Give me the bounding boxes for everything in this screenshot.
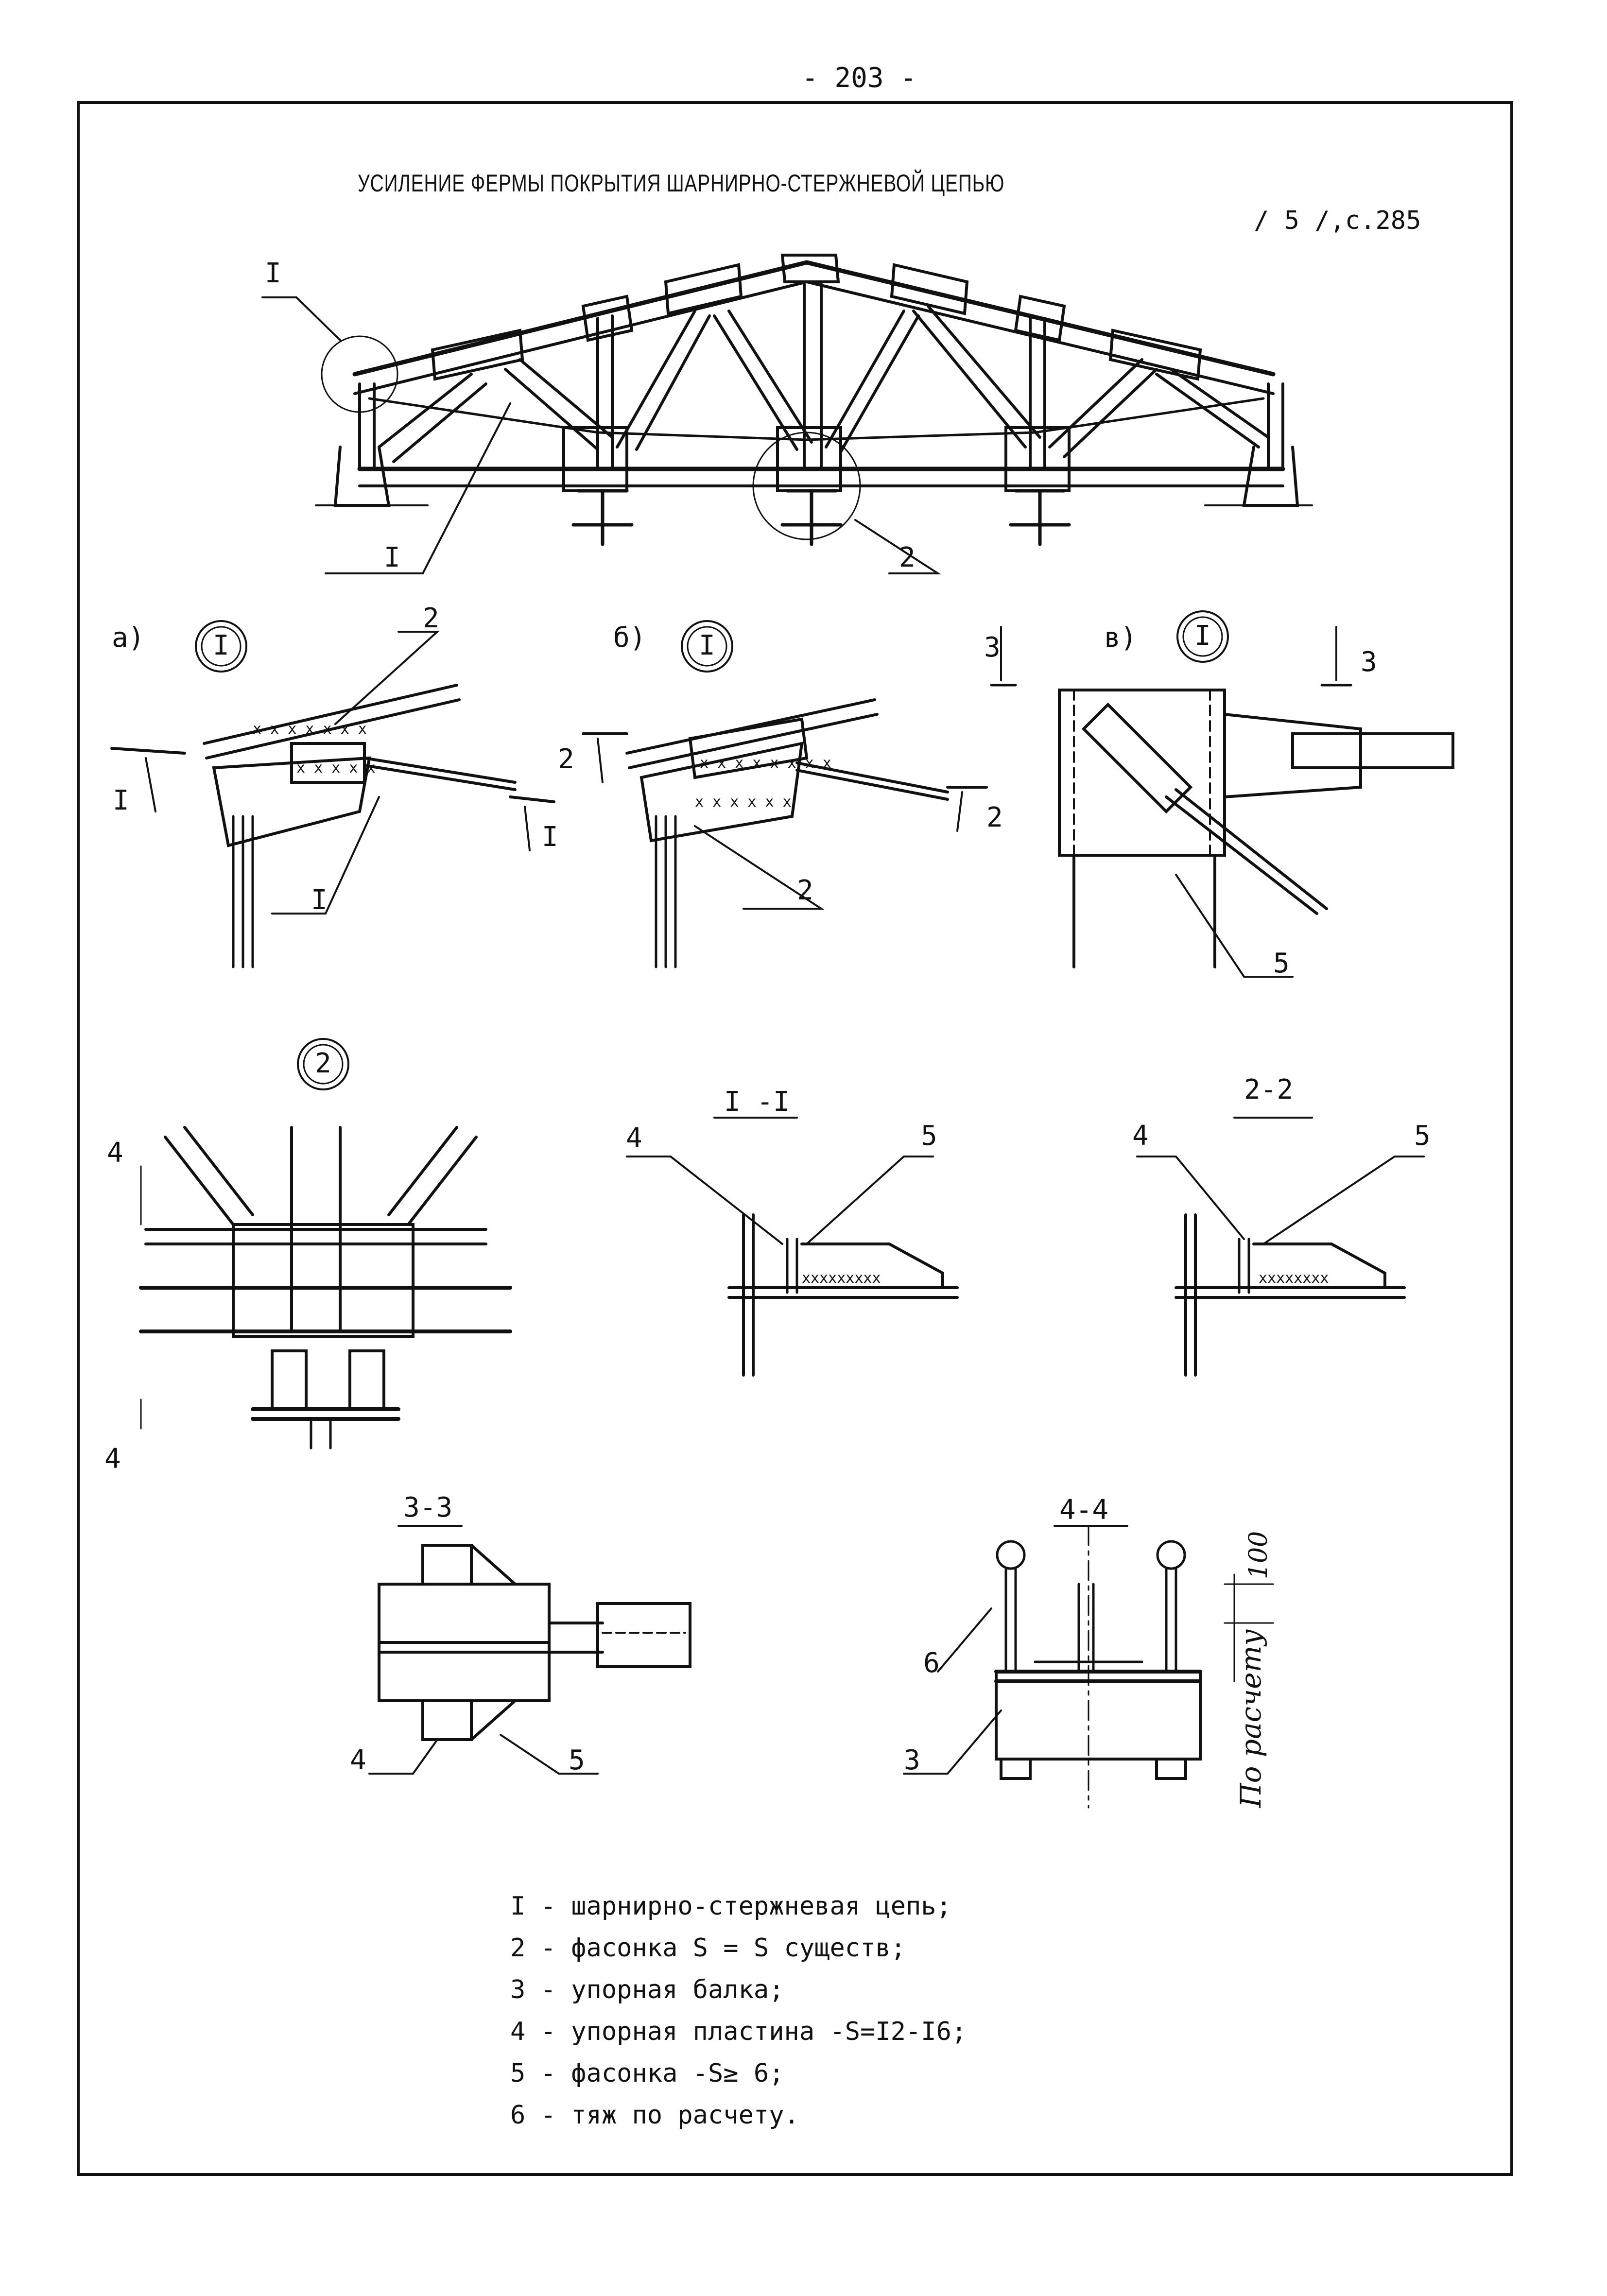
section-4-4 [903,1525,1274,1809]
svg-text:xxxxxxxxx: xxxxxxxxx [802,1270,881,1287]
svg-text:x x x x x x: x x x x x x [695,794,792,811]
drawing-frame [77,101,1513,2176]
section-2-2-leader-5: 5 [1414,1120,1431,1152]
section-4-4-dim-calc: По расчету [1234,1629,1267,1808]
detail-v-circle-label: I [1194,620,1211,652]
node-2-section-top: 4 [107,1137,123,1169]
detail-b-section-right: 2 [986,802,1003,833]
section-4-4-dim-100: 100 [1244,1531,1273,1579]
legend-item: 4 - упорная пластина -S=I2-I6; [510,2017,967,2046]
truss-elevation [261,254,1313,574]
legend-item: 6 - тяж по расчету. [510,2101,799,2130]
detail-b: x x x x x x x x x x x x x x [582,620,988,968]
detail-a-section-right: I [542,821,558,853]
detail-a-section-left: I [113,785,129,816]
detail-v-section-left: 3 [984,632,1001,663]
detail-a-circle-label: I [213,630,229,661]
legend-item: 3 - упорная балка; [510,1975,784,2004]
svg-text:x x x x x x x: x x x x x x x [253,721,367,738]
svg-text:x x x x x x x x: x x x x x x x x [700,755,831,772]
drawing-title: УСИЛЕНИЕ ФЕРМЫ ПОКРЫТИЯ ШАРНИРНО-СТЕРЖНЕ… [358,170,1005,197]
section-3-3-leader-4: 4 [350,1744,366,1776]
detail-a: x x x x x x x x x x x x [110,620,555,968]
section-1-1-leader-4: 4 [626,1122,642,1154]
section-4-4-title: 4-4 [1059,1494,1109,1526]
source-reference: / 5 /,с.285 [1254,206,1421,235]
detail-a-leader-1: I [311,884,328,916]
section-2-2: xxxxxxxx [1136,1117,1425,1377]
detail-a-letter: а) [112,622,145,654]
legend-item: 5 - фасонка -S≥ 6; [510,2059,784,2088]
node-2-section-bottom: 4 [104,1443,121,1475]
section-3-3-leader-5: 5 [569,1744,585,1776]
section-2-2-title: 2-2 [1244,1074,1294,1105]
detail-v-letter: в) [1104,622,1137,654]
detail-b-letter: б) [613,622,646,654]
section-3-3 [368,1525,691,1775]
section-4-4-leader-3: 3 [904,1744,920,1776]
section-3-3-title: 3-3 [403,1492,453,1523]
legend: I - шарнирно-стержневая цепь; 2 - фасонк… [510,1885,967,2136]
svg-text:x x x x x: x x x x x [296,760,376,777]
section-4-4-leader-6: 6 [923,1647,940,1679]
node-2 [139,1038,512,1450]
section-1-1-leader-5: 5 [921,1120,937,1152]
section-1-1: xxxxxxxxx [626,1117,959,1377]
legend-item: I - шарнирно-стержневая цепь; [510,1892,951,1921]
svg-text:xxxxxxxx: xxxxxxxx [1259,1270,1329,1287]
page-number: - 203 - [802,62,917,94]
detail-b-leader-2: 2 [797,875,813,906]
detail-v-section-right: 3 [1361,646,1377,678]
legend-item: 2 - фасонка S = S существ; [510,1933,906,1963]
truss-callout-2: 2 [899,542,916,573]
section-2-2-leader-4: 4 [1132,1120,1149,1152]
detail-v-leader-5: 5 [1273,948,1290,979]
detail-b-circle-label: I [699,630,715,661]
detail-a-leader-2: 2 [423,603,439,634]
detail-b-section-left: 2 [558,743,574,775]
detail-v [990,610,1454,978]
truss-callout-1-top: I [265,258,281,289]
node-2-circle-label: 2 [315,1048,331,1079]
section-1-1-title: I -I [724,1086,790,1118]
truss-callout-1-bottom: I [384,542,400,573]
